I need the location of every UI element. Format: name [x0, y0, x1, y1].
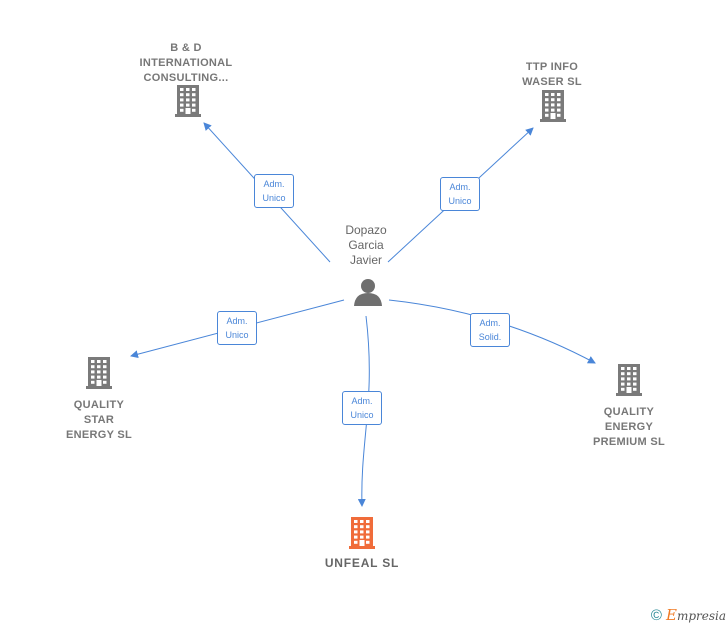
edge-role-text: Adm.	[479, 318, 501, 328]
edge-role-label[interactable]: Adm. Unico	[440, 177, 480, 211]
company-name-line: ENERGY	[604, 421, 654, 433]
edge-role-label[interactable]: Adm. Unico	[342, 391, 382, 425]
company-name-line: ENERGY SL	[65, 429, 133, 441]
company-name-line: STAR	[83, 414, 115, 426]
person-name-line: Dopazo	[345, 223, 387, 237]
building-icon[interactable]	[540, 90, 566, 122]
company-name-unfeal[interactable]: UNFEAL SL	[312, 556, 412, 571]
edge-role-text: Adm.	[351, 396, 373, 406]
edge-role-text: Unico	[350, 410, 374, 420]
company-name-qprem[interactable]: QUALITY ENERGY PREMIUM SL	[584, 405, 674, 450]
edge-role-text: Adm.	[449, 182, 471, 192]
footer-brand: ©Empresia	[651, 606, 726, 624]
company-name-line: B & D	[170, 42, 202, 54]
company-name-line: INTERNATIONAL	[139, 57, 233, 69]
person-name[interactable]: Dopazo Garcia Javier	[336, 223, 396, 268]
edge-role-label[interactable]: Adm. Unico	[254, 174, 294, 208]
edge-role-text: Unico	[262, 193, 286, 203]
company-name-bd[interactable]: B & D INTERNATIONAL CONSULTING...	[126, 41, 246, 86]
edge-role-label[interactable]: Adm. Unico	[217, 311, 257, 345]
company-name-line: QUALITY	[603, 406, 655, 418]
building-icon[interactable]	[349, 517, 375, 549]
company-name-line: CONSULTING...	[143, 72, 229, 84]
company-name-line: PREMIUM SL	[592, 436, 666, 448]
edge-role-text: Unico	[225, 330, 249, 340]
edge-role-text: Adm.	[226, 316, 248, 326]
company-name-line: QUALITY	[73, 399, 125, 411]
person-name-line: Garcia	[348, 238, 384, 252]
company-name-line: UNFEAL SL	[324, 556, 400, 570]
person-icon[interactable]	[354, 279, 382, 306]
building-icon[interactable]	[616, 364, 642, 396]
company-name-ttp[interactable]: TTP INFO WASER SL	[507, 60, 597, 90]
edge-role-text: Adm.	[263, 179, 285, 189]
building-icon[interactable]	[175, 85, 201, 117]
company-name-line: WASER SL	[522, 76, 582, 88]
edge-role-text: Solid.	[478, 332, 502, 342]
company-name-line: TTP INFO	[525, 61, 579, 73]
edge-role-text: Unico	[448, 196, 472, 206]
brand-name: mpresia	[676, 609, 726, 623]
copyright-symbol: ©	[650, 607, 662, 624]
person-name-line: Javier	[349, 253, 382, 267]
edge-role-label[interactable]: Adm. Solid.	[470, 313, 510, 347]
building-icon[interactable]	[86, 357, 112, 389]
brand-initial: E	[665, 606, 677, 624]
company-name-qstar[interactable]: QUALITY STAR ENERGY SL	[54, 398, 144, 443]
